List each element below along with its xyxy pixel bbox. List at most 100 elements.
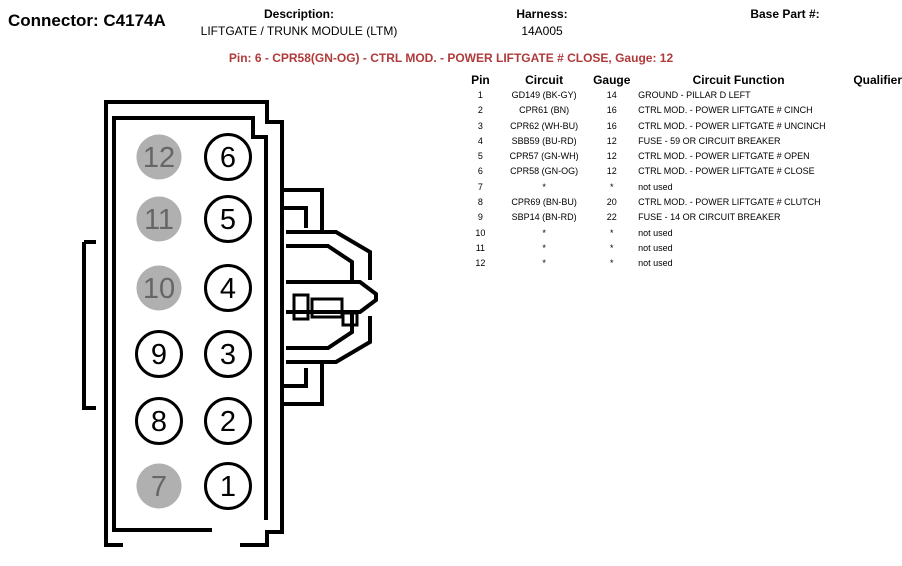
pin-10-label: 10 <box>143 273 175 305</box>
cell-circuit: * <box>542 242 546 253</box>
cell-gauge: * <box>610 227 614 238</box>
connector-housing <box>82 100 378 547</box>
pin-7-label: 7 <box>151 471 167 503</box>
connector-title: Connector: C4174A <box>8 11 166 31</box>
header-circuit: Circuit <box>525 73 564 87</box>
harness-label: Harness: <box>516 7 568 21</box>
cell-qualifier <box>845 164 902 179</box>
table-row: 11**not used <box>464 241 902 256</box>
cell-gauge: * <box>610 181 614 192</box>
cell-circuit: CPR61 (BN) <box>519 105 570 116</box>
cell-function: not used <box>638 258 673 269</box>
pin-9-label: 9 <box>151 339 167 371</box>
pin-table-header: Pin Circuit Gauge Circuit Function Quali… <box>464 72 902 88</box>
cell-qualifier <box>845 180 902 195</box>
cell-function: CTRL MOD. - POWER LIFTGATE # CINCH <box>638 105 813 116</box>
cell-pin: 9 <box>477 212 483 223</box>
description-label: Description: <box>263 7 334 21</box>
pin-4-label: 4 <box>220 273 236 305</box>
cell-circuit: CPR57 (GN-WH) <box>509 151 579 162</box>
cell-qualifier <box>845 210 902 225</box>
cell-qualifier <box>845 88 902 103</box>
pin-5-label: 5 <box>220 204 236 236</box>
cell-gauge: 20 <box>606 197 617 208</box>
cell-gauge: 12 <box>606 151 617 162</box>
cell-circuit: * <box>542 181 546 192</box>
cell-function: GROUND - PILLAR D LEFT <box>638 90 751 100</box>
header-qualifier: Qualifier <box>853 73 902 87</box>
cell-gauge: 12 <box>606 166 617 177</box>
table-row: 10 * * not used <box>464 226 902 241</box>
cell-qualifier <box>845 195 902 210</box>
cell-pin: 4 <box>477 135 483 146</box>
cell-function: FUSE - 14 OR CIRCUIT BREAKER <box>638 212 781 223</box>
cell-qualifier <box>845 256 902 271</box>
cell-qualifier <box>845 119 902 134</box>
pin-12-circle <box>136 134 182 180</box>
cell-gauge: 16 <box>606 105 617 116</box>
table-row: 2 CPR61 (BN) 16 CTRL MOD. - POWER LIFTGATE … <box>464 103 902 118</box>
cell-gauge: 12 <box>606 135 617 146</box>
header-function: Circuit Function <box>692 73 785 87</box>
table-row: 1 GD149 (BK-GY) 14 GROUND - PILLAR D LEFT <box>464 88 902 103</box>
cell-function: not used <box>638 227 673 238</box>
table-row: 7**not used <box>464 180 902 195</box>
cell-function: not used <box>638 242 673 253</box>
harness-value: 14A005 <box>521 24 563 38</box>
connector-id: C4174A <box>103 11 166 30</box>
pin-2-label: 2 <box>220 406 236 438</box>
pin-3-label: 3 <box>220 339 236 371</box>
cell-qualifier <box>845 149 902 164</box>
cell-gauge: 22 <box>606 212 617 223</box>
pin-5-circle <box>204 195 252 243</box>
connector-label: Connector: <box>8 11 99 30</box>
cell-circuit: SBB59 (BU-RD) <box>511 135 577 146</box>
pin-12-label: 12 <box>143 142 175 174</box>
cell-function: CTRL MOD. - POWER LIFTGATE # OPEN <box>638 151 810 162</box>
header-pin: Pin <box>471 73 490 87</box>
cell-qualifier <box>845 226 902 241</box>
pin-11-circle <box>136 196 182 242</box>
cell-pin: 1 <box>477 90 483 100</box>
cell-qualifier <box>845 103 902 118</box>
table-row: 5 CPR57 (GN-WH) 12 CTRL MOD. - POWER LIFTGA… <box>464 149 902 164</box>
pin-8-circle <box>135 397 183 445</box>
cell-circuit: * <box>542 227 546 238</box>
cell-gauge: 14 <box>606 90 617 100</box>
cell-gauge: * <box>610 258 614 269</box>
cell-circuit: CPR58 (GN-OG) <box>510 166 579 177</box>
cell-function: CTRL MOD. - POWER LIFTGATE # UNCINCH <box>638 120 826 131</box>
pin-9-circle <box>135 330 183 378</box>
pin-8-label: 8 <box>151 406 167 438</box>
pin-11-label: 11 <box>144 204 174 236</box>
table-row: 12 * * not used <box>464 256 902 271</box>
pin-table: Pin Circuit Gauge Circuit Function Quali… <box>464 72 902 272</box>
cell-pin: 2 <box>477 105 483 116</box>
cell-pin: 10 <box>475 227 486 238</box>
pin-1-label: 1 <box>220 471 236 503</box>
cell-pin: 12 <box>475 258 486 269</box>
cell-qualifier <box>845 134 902 149</box>
pin-3-circle <box>204 330 252 378</box>
cell-circuit: GD149 (BK-GY) <box>511 90 577 100</box>
header-gauge: Gauge <box>593 73 631 87</box>
pin-6-circle <box>204 133 252 181</box>
pin-6-label: 6 <box>220 142 236 174</box>
table-row: 9 SBP14 (BN-RD) 22 FUSE - 14 OR CIRCUIT BRE… <box>464 210 902 225</box>
description-value: LIFTGATE / TRUNK MODULE (LTM) <box>200 24 398 38</box>
pin-2-circle <box>204 397 252 445</box>
cell-circuit: * <box>542 258 546 269</box>
cell-function: not used <box>638 181 673 192</box>
cell-circuit: SBP14 (BN-RD) <box>511 212 577 223</box>
cell-pin: 11 <box>475 242 486 253</box>
cell-pin: 8 <box>477 197 483 208</box>
cell-pin: 5 <box>477 151 483 162</box>
pin-layer: 12 6 11 5 10 4 9 3 8 2 7 1 <box>135 133 252 510</box>
base-part-label: Base Part #: <box>750 7 820 21</box>
pin-1-circle <box>204 462 252 510</box>
cell-circuit: CPR69 (BN-BU) <box>511 197 577 208</box>
